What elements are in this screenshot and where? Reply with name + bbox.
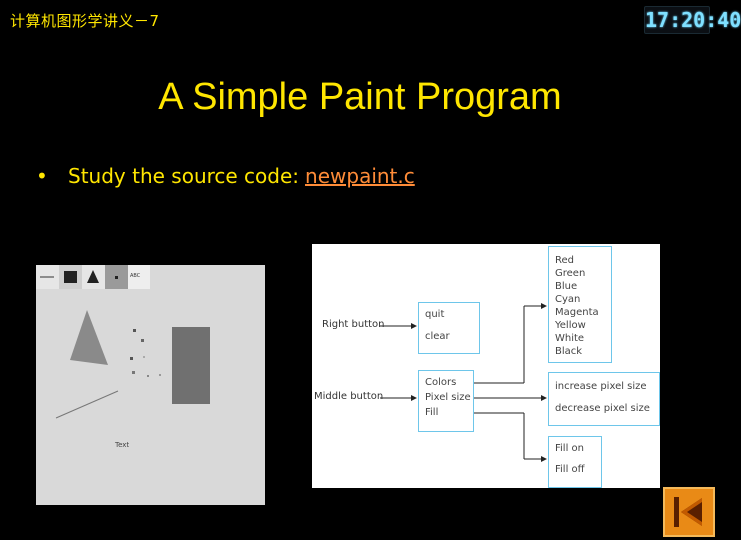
pixel-item-increase[interactable]: increase pixel size: [555, 381, 647, 392]
middle-button-label: Middle button: [314, 391, 384, 402]
end-icon: [674, 497, 702, 527]
drawn-point: [130, 357, 133, 360]
drawn-point: [141, 339, 144, 342]
bullet-item: • Study the source code:newpaint.c: [36, 164, 415, 188]
color-item-blue[interactable]: Blue: [555, 281, 578, 292]
drawn-point: [132, 371, 135, 374]
drawn-point: [147, 375, 149, 377]
text-tool-label: ABC: [130, 273, 141, 279]
diagram-connectors: [380, 303, 547, 462]
menu-diagram: Right button Middle button quit clear Co…: [312, 244, 660, 488]
menu-item-quit[interactable]: quit: [425, 309, 445, 320]
bullet-text: Study the source code:: [68, 164, 300, 188]
menu-item-fill[interactable]: Fill: [425, 407, 439, 418]
bullet-marker: •: [36, 164, 48, 188]
color-item-yellow[interactable]: Yellow: [555, 320, 586, 331]
triangle-tool-icon: [87, 270, 99, 283]
pixel-item-decrease[interactable]: decrease pixel size: [555, 403, 650, 414]
pixel-size-submenu-box: increase pixel size decrease pixel size: [548, 372, 660, 426]
colors-submenu-box: Red Green Blue Cyan Magenta Yellow White…: [548, 246, 612, 363]
drawn-point: [159, 374, 161, 376]
right-menu-box: quit clear: [418, 302, 480, 354]
fill-item-off[interactable]: Fill off: [555, 464, 585, 475]
canvas-text: Text: [115, 441, 130, 449]
drawn-line: [55, 390, 119, 419]
color-item-magenta[interactable]: Magenta: [555, 307, 599, 318]
nav-end-button[interactable]: [663, 487, 715, 537]
paint-program-screenshot: ABC Text: [36, 265, 265, 505]
rectangle-tool-icon: [64, 271, 77, 283]
color-item-black[interactable]: Black: [555, 346, 583, 357]
menu-item-pixel-size[interactable]: Pixel size: [425, 392, 471, 403]
drawn-triangle: [70, 310, 108, 365]
slide-title: A Simple Paint Program: [158, 76, 562, 118]
color-item-red[interactable]: Red: [555, 255, 574, 266]
text-tool-bg: [128, 265, 150, 289]
header-title: 计算机图形学讲义－7: [10, 12, 160, 30]
color-item-green[interactable]: Green: [555, 268, 586, 279]
paint-canvas: [36, 265, 210, 419]
middle-menu-box: Colors Pixel size Fill: [418, 370, 474, 432]
color-item-white[interactable]: White: [555, 333, 585, 344]
fill-submenu-box: Fill on Fill off: [548, 436, 602, 488]
menu-item-colors[interactable]: Colors: [425, 377, 457, 388]
drawn-rectangle: [172, 327, 210, 404]
fill-item-on[interactable]: Fill on: [555, 443, 584, 454]
point-tool-icon: [115, 276, 118, 279]
drawn-point: [133, 329, 136, 332]
menu-item-clear[interactable]: clear: [425, 331, 450, 342]
color-item-cyan[interactable]: Cyan: [555, 294, 581, 305]
clock-display: 17:20:40: [644, 6, 741, 34]
right-button-label: Right button: [322, 319, 385, 330]
drawn-point: [143, 356, 145, 358]
source-link[interactable]: newpaint.c: [305, 164, 415, 188]
